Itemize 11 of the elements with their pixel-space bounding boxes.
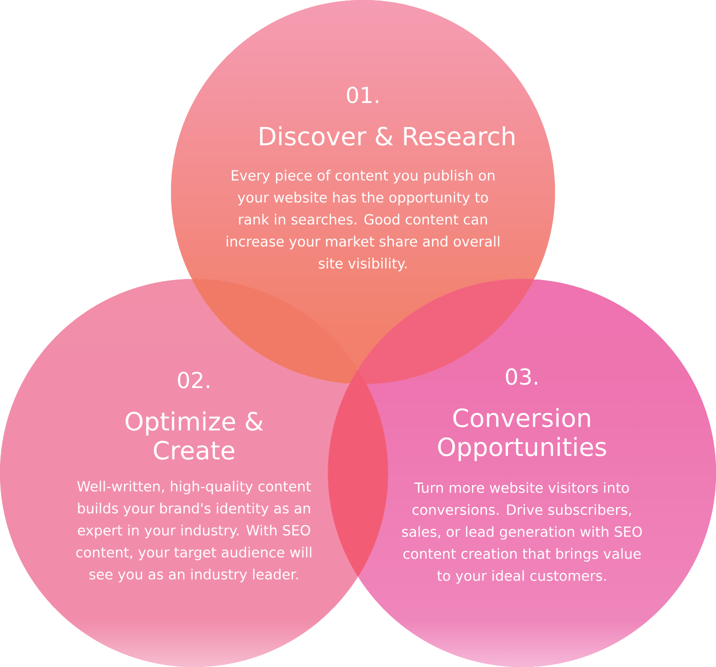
step-heading: Conversion Opportunities [438, 408, 606, 462]
step-number: 02. [178, 372, 210, 388]
step-heading: Optimize & Create [126, 411, 263, 460]
step-description: Every piece of content you publish on your website has the opportunity to rank in searches. Good content can increase your market share and overall site visibility. [226, 170, 500, 272]
step-description: Turn more website visitors into conversions. Drive subscribers, sales, or lead generation with SEO content creation that brings value to your ideal customers. [402, 482, 642, 584]
venn-circle [0, 278, 358, 667]
step-description: Well-written, high-quality content builds your brand's identity as an expert in your industry. With SEO content, your target audience will see you as an industry leader. [76, 480, 312, 582]
step-number: 01. [346, 86, 378, 104]
step-number: 03. [506, 368, 538, 385]
step-heading: Discover & Research [260, 126, 514, 146]
venn-circle [328, 278, 716, 667]
